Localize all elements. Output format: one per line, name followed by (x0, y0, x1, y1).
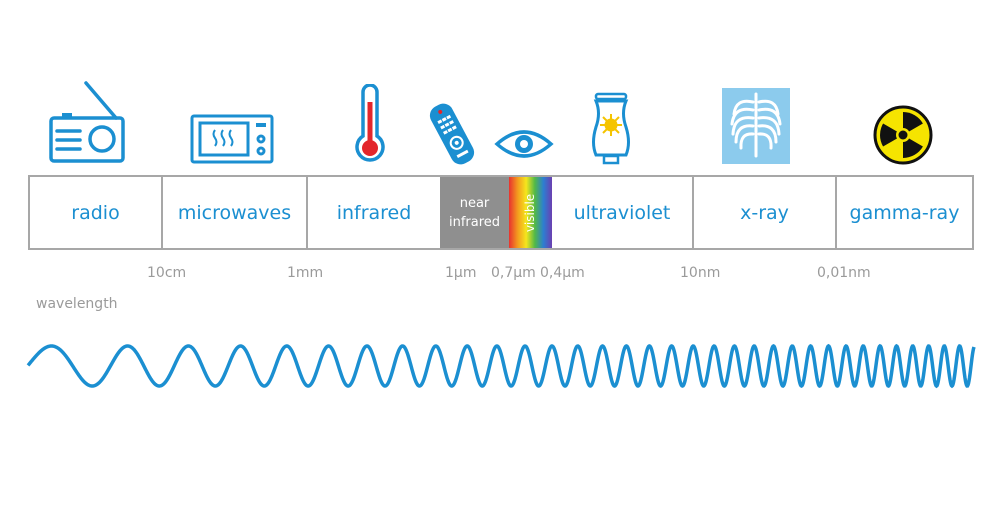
band-ultraviolet-label: ultraviolet (573, 201, 671, 224)
band-divider (306, 177, 308, 248)
band-near-infrared: near infrared (440, 177, 509, 248)
eye-icon (494, 130, 554, 158)
tick-label: 10nm (680, 265, 721, 281)
tick-label: 0,4µm (540, 265, 585, 281)
microwave-oven-icon (190, 114, 274, 164)
band-divider (692, 177, 694, 248)
band-infrared-label: infrared (336, 201, 412, 224)
band-divider (161, 177, 163, 248)
band-microwaves-label: microwaves (177, 201, 292, 224)
band-radio-label: radio (71, 201, 120, 224)
band-infrared: infrared (308, 177, 440, 248)
wavelength-wave (26, 343, 976, 389)
xray-ribcage-icon (722, 88, 790, 164)
band-gamma-ray: gamma-ray (837, 177, 972, 248)
wave-line (26, 343, 976, 389)
radiation-hazard-icon (873, 105, 933, 165)
band-near-infrared-label-line2: infrared (448, 214, 501, 230)
remote-control-icon (429, 103, 475, 165)
radio-icon (49, 81, 125, 163)
band-radio: radio (30, 177, 161, 248)
band-ultraviolet: ultraviolet (552, 177, 692, 248)
thermometer-icon (355, 84, 385, 162)
spectrum-band-bar: radio microwaves infrared near infrared … (28, 175, 974, 250)
tick-label: 0,7µm (491, 265, 536, 281)
sunscreen-bottle-icon (592, 92, 630, 165)
tick-label: 10cm (147, 265, 187, 281)
tick-label: 1mm (287, 265, 324, 281)
band-xray-label: x-ray (740, 201, 789, 224)
band-visible-label: visible (523, 193, 538, 232)
band-gamma-ray-label: gamma-ray (849, 201, 960, 224)
tick-label: 1µm (445, 265, 477, 281)
band-microwaves: microwaves (163, 177, 306, 248)
tick-label: 0,01nm (817, 265, 871, 281)
band-visible: visible (509, 177, 552, 248)
wavelength-label: wavelength (36, 296, 118, 312)
band-xray: x-ray (694, 177, 835, 248)
band-divider (835, 177, 837, 248)
band-near-infrared-label-line1: near (459, 195, 490, 211)
